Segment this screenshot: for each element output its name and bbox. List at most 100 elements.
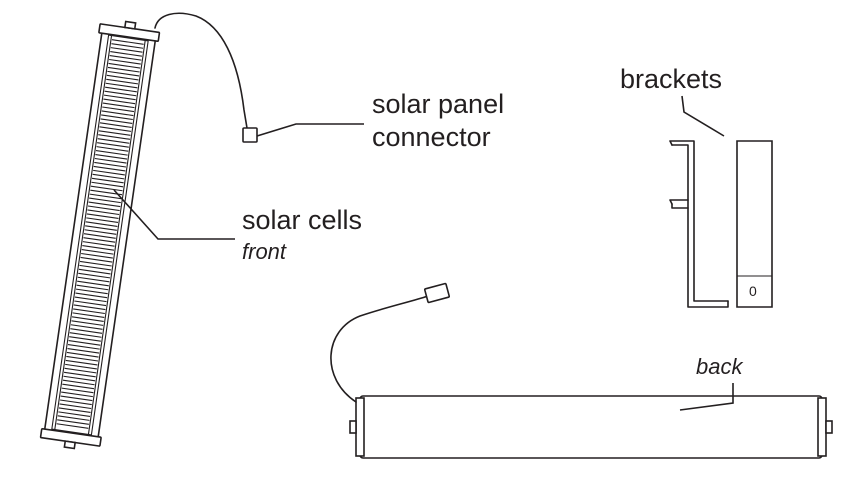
solar-cell-line [107, 66, 140, 73]
solar-cell-line [89, 193, 122, 200]
solar-cell-line [91, 177, 124, 184]
solar-cell-line [58, 407, 91, 414]
solar-cell-line [71, 320, 104, 326]
solar-cell-line [70, 324, 103, 330]
cells-leader-line [113, 189, 235, 240]
solar-panel-front [39, 20, 161, 450]
solar-cell-line [99, 122, 132, 128]
solar-cell-line [106, 74, 139, 81]
back-panel-cable [330, 295, 429, 403]
back-label: back [696, 354, 743, 379]
solar-cell-line [81, 252, 113, 259]
solar-cell-line [61, 391, 93, 398]
solar-cell-line [96, 146, 129, 152]
solar-cell-line [90, 185, 123, 192]
solar-cell-line [82, 245, 115, 251]
solar-cell-line [86, 217, 119, 223]
solar-cell-line [95, 150, 128, 156]
solar-cell-line [65, 363, 97, 370]
solar-cell-line [66, 351, 99, 358]
solar-cell-line [73, 308, 105, 315]
solar-cell-line [62, 383, 95, 390]
solar-cell-line [99, 126, 132, 132]
solar-cell-line [109, 58, 141, 65]
solar-cell-line [80, 256, 113, 263]
solar-cell-line [78, 268, 111, 275]
solar-cell-line [103, 98, 136, 105]
solar-cell-line [108, 62, 141, 69]
solar-cell-line [95, 153, 128, 160]
bracket-mark: 0 [749, 283, 757, 299]
solar-cell-line [69, 336, 101, 342]
solar-cell-line [60, 395, 93, 402]
solar-cell-line [66, 355, 99, 362]
solar-cell-line [76, 284, 109, 291]
brackets-leader-line [681, 95, 725, 137]
solar-cell-line [85, 225, 117, 231]
solar-cell-line [102, 102, 135, 109]
solar-cell-line [67, 344, 100, 350]
solar-cell-line [103, 94, 136, 101]
solar-cell-line [83, 237, 116, 243]
solar-cell-line [105, 86, 137, 93]
solar-cell-line [101, 114, 133, 121]
cells-label: solar cells [242, 205, 362, 235]
bracket-hook [669, 140, 729, 308]
front-panel-cable [154, 12, 248, 129]
solar-cell-line [87, 205, 120, 212]
solar-cell-line [92, 173, 125, 180]
solar-cell-line [71, 316, 104, 322]
solar-cell-line [62, 379, 95, 386]
solar-cell-line [70, 328, 103, 334]
solar-cell-line [93, 169, 125, 176]
solar-cell-line [84, 229, 117, 235]
solar-cell-line [59, 399, 92, 406]
solar-cell-line [81, 248, 114, 255]
solar-cell-line [61, 387, 94, 394]
solar-cell-line [68, 340, 101, 346]
solar-cell-line [74, 300, 107, 307]
solar-cell-line [100, 118, 133, 125]
solar-cell-line [78, 272, 111, 279]
solar-cell-line [72, 312, 105, 318]
solar-cell-line [89, 197, 121, 204]
brackets-label: brackets [620, 64, 722, 94]
solar-cell-line [75, 292, 108, 299]
solar-cell-line [77, 276, 110, 283]
solar-cell-line [111, 43, 144, 49]
solar-cell-line [56, 423, 89, 429]
solar-cell-line [77, 280, 109, 287]
solar-cell-line [65, 359, 98, 366]
solar-cell-line [74, 296, 107, 303]
solar-cell-line [57, 415, 90, 421]
solar-cell-line [87, 209, 120, 216]
solar-cell-line [111, 39, 144, 45]
solar-cell-line [57, 419, 89, 425]
solar-cell-line [110, 51, 143, 57]
solar-cell-line [79, 260, 112, 267]
solar-cell-line [110, 47, 143, 53]
solar-cell-line [91, 181, 124, 188]
solar-cell-line [94, 157, 127, 164]
solar-cell-line [63, 375, 96, 382]
solar-cell-line [98, 134, 131, 140]
solar-cell-line [86, 213, 119, 220]
solar-cell-line [97, 138, 130, 144]
solar-cell-line [82, 241, 115, 247]
solar-cell-line [63, 371, 96, 378]
solar-cell-line [102, 106, 135, 113]
front-label: front [242, 239, 287, 264]
solar-cell-line [58, 411, 91, 417]
back-panel-connector-plug [423, 282, 451, 304]
solar-cell-line [106, 78, 139, 85]
solar-cell-line [93, 165, 126, 172]
solar-panel-back [349, 395, 833, 459]
solar-cell-line [98, 130, 131, 136]
solar-cell-line [75, 288, 108, 295]
back-leader-line [679, 383, 734, 411]
solar-cell-line [64, 367, 97, 374]
connector-leader-line [256, 123, 364, 137]
solar-cell-line [97, 142, 129, 148]
solar-cell-line [105, 82, 138, 89]
